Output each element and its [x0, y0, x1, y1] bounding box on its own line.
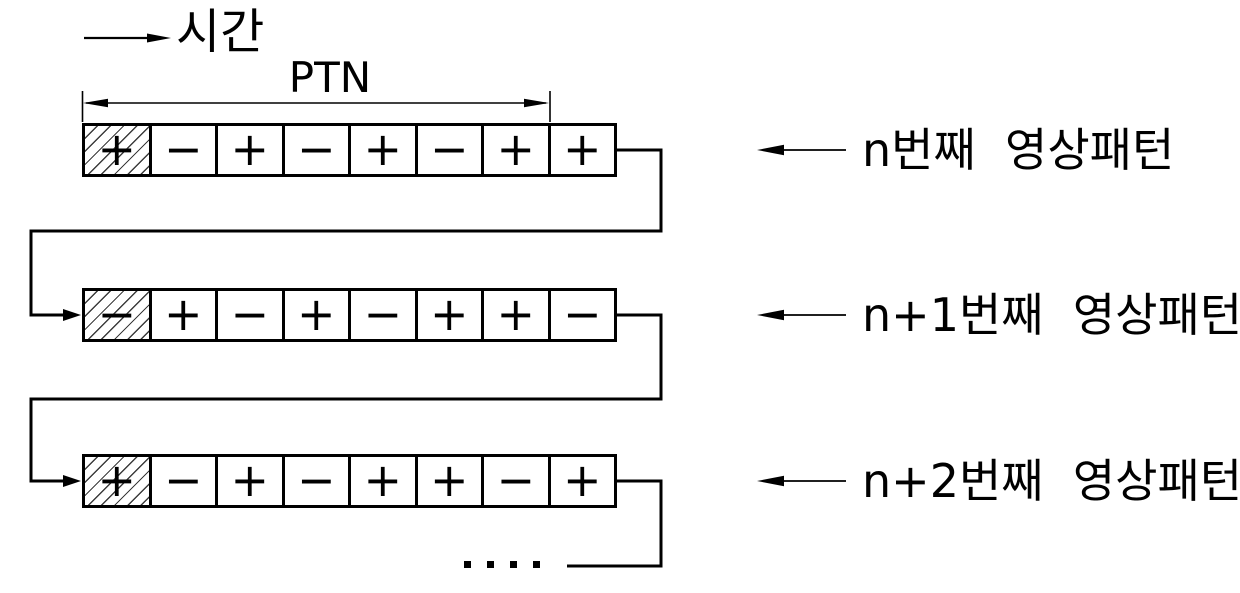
pattern-cell: −: [85, 291, 152, 339]
ptn-label: PTN: [288, 53, 372, 102]
time-arrow: [84, 33, 171, 43]
row1-label: n번째 영상패턴: [862, 123, 1175, 177]
pattern-cell: +: [218, 457, 285, 505]
ellipsis-dot: [510, 561, 517, 568]
pattern-cell: +: [484, 126, 551, 174]
pattern-cell: +: [218, 126, 285, 174]
pattern-cell: +: [562, 452, 602, 507]
ellipsis-dot: [533, 561, 540, 568]
pattern-cell: +: [562, 121, 602, 176]
ptn-dimension-arrow: [81, 91, 551, 122]
ellipsis-dot: [487, 561, 494, 568]
pattern-row-n-plus-1: − + − + − + + −: [82, 288, 617, 342]
pattern-cell: +: [285, 291, 351, 339]
row3-label-arrow: [757, 475, 846, 487]
pattern-cell: −: [285, 457, 351, 505]
pattern-cell: −: [152, 126, 218, 174]
row1-label-arrow: [757, 144, 846, 156]
pattern-cell: −: [152, 457, 218, 505]
pattern-row-n-plus-2: + − + − + + − +: [82, 454, 617, 508]
pattern-cell: +: [351, 457, 418, 505]
pattern-cell: −: [285, 126, 351, 174]
pattern-cell: +: [418, 291, 484, 339]
pattern-cell: −: [484, 457, 551, 505]
time-label: 시간: [176, 4, 265, 60]
pattern-cell: +: [85, 126, 152, 174]
pattern-cell: −: [418, 126, 484, 174]
pattern-cell: +: [85, 457, 152, 505]
connector-row1-row2: [29, 148, 663, 321]
row2-label-arrow: [757, 309, 846, 321]
pattern-cell: +: [484, 291, 551, 339]
pattern-cell: +: [418, 457, 484, 505]
pattern-cell: +: [351, 126, 418, 174]
row2-label: n+1번째 영상패턴: [862, 288, 1240, 342]
row3-label: n+2번째 영상패턴: [862, 454, 1240, 508]
connector-row3-continuation: [567, 479, 663, 568]
pattern-cell: −: [562, 286, 602, 341]
connector-row2-row3: [29, 313, 663, 487]
ellipsis-dot: [464, 561, 471, 568]
pattern-row-n: + − + − + − + +: [82, 123, 617, 177]
pattern-cell: −: [351, 291, 418, 339]
pattern-cell: +: [152, 291, 218, 339]
pattern-cell: −: [218, 291, 285, 339]
